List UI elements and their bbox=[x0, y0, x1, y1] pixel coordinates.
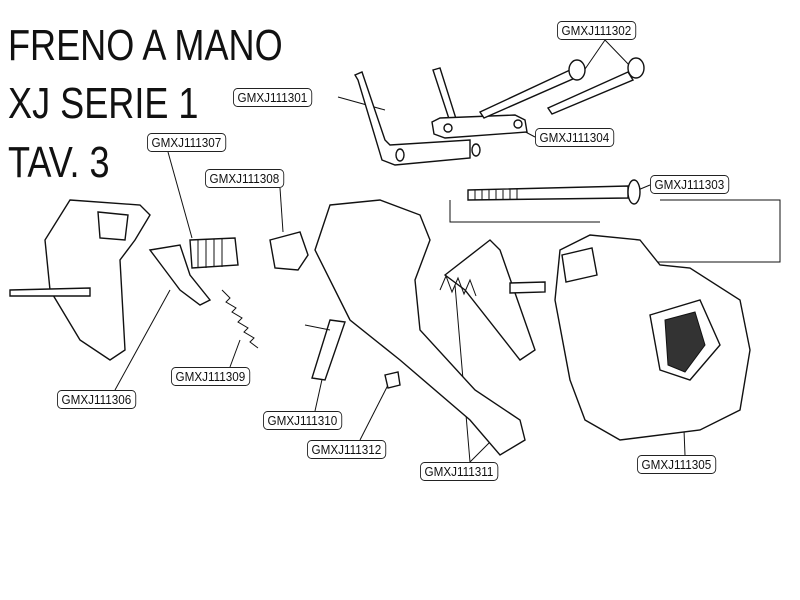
title-line-1: FRENO A MANO bbox=[8, 21, 283, 70]
part-label-111309[interactable]: GMXJ111309 bbox=[171, 367, 250, 386]
part-label-111305[interactable]: GMXJ111305 bbox=[637, 455, 716, 474]
part-label-111310[interactable]: GMXJ111310 bbox=[263, 411, 342, 430]
title-line-3: TAV. 3 bbox=[8, 138, 110, 187]
title-line-2: XJ SERIE 1 bbox=[8, 79, 199, 128]
part-111305-drawing bbox=[554, 234, 751, 441]
part-111309-drawing bbox=[221, 289, 259, 349]
lever-drawing bbox=[314, 199, 546, 456]
part-label-111311[interactable]: GMXJ111311 bbox=[420, 462, 498, 481]
part-111303-drawing bbox=[467, 179, 641, 205]
part-111306-drawing bbox=[9, 199, 151, 361]
part-label-111301[interactable]: GMXJ111301 bbox=[233, 88, 312, 107]
part-111312-drawing bbox=[384, 371, 401, 389]
part-111304-drawing bbox=[431, 114, 528, 139]
part-111302-drawing bbox=[478, 57, 645, 119]
part-111307-drawing bbox=[148, 237, 239, 306]
part-111301-drawing bbox=[353, 67, 481, 166]
part-111308-drawing bbox=[269, 231, 309, 271]
part-label-111304[interactable]: GMXJ111304 bbox=[535, 128, 614, 147]
part-label-111312[interactable]: GMXJ111312 bbox=[307, 440, 386, 459]
part-label-111308[interactable]: GMXJ111308 bbox=[205, 169, 284, 188]
part-label-111306[interactable]: GMXJ111306 bbox=[57, 390, 136, 409]
part-label-111307[interactable]: GMXJ111307 bbox=[147, 133, 226, 152]
part-111310-drawing bbox=[304, 319, 346, 381]
part-label-111302[interactable]: GMXJ111302 bbox=[557, 21, 636, 40]
part-label-111303[interactable]: GMXJ111303 bbox=[650, 175, 729, 194]
